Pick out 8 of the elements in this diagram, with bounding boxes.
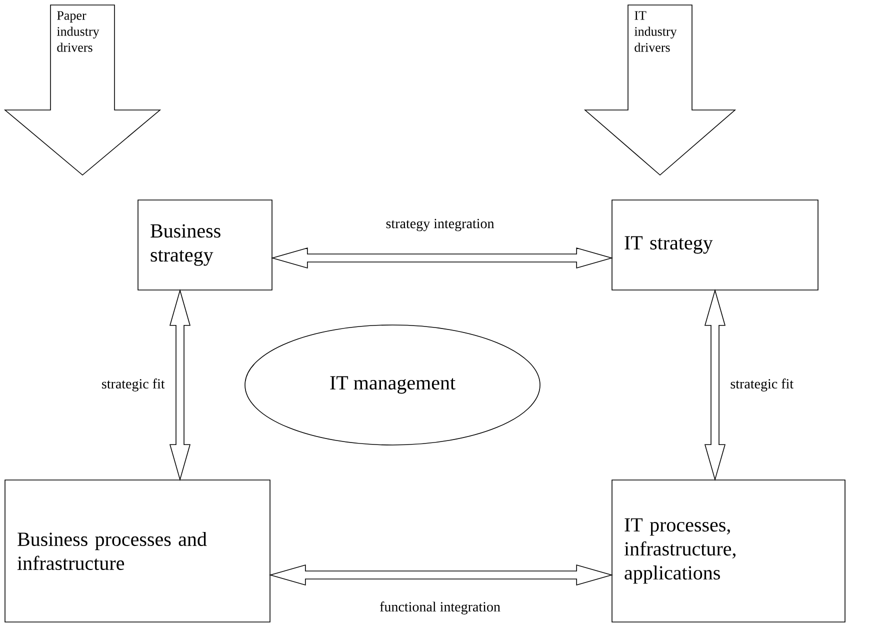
process-box: IT processes, infrastructure, applications [612,480,846,622]
edge-label: functional integration [378,600,502,616]
process-box: IT strategy [612,200,818,290]
process-box: Business processes and infrastructure [4,480,270,622]
edge-label: strategic fit [729,378,795,392]
process-box: Business strategy [138,200,272,290]
edge-label: strategic fit [100,378,166,392]
edge-label: strategy integration [384,218,496,232]
